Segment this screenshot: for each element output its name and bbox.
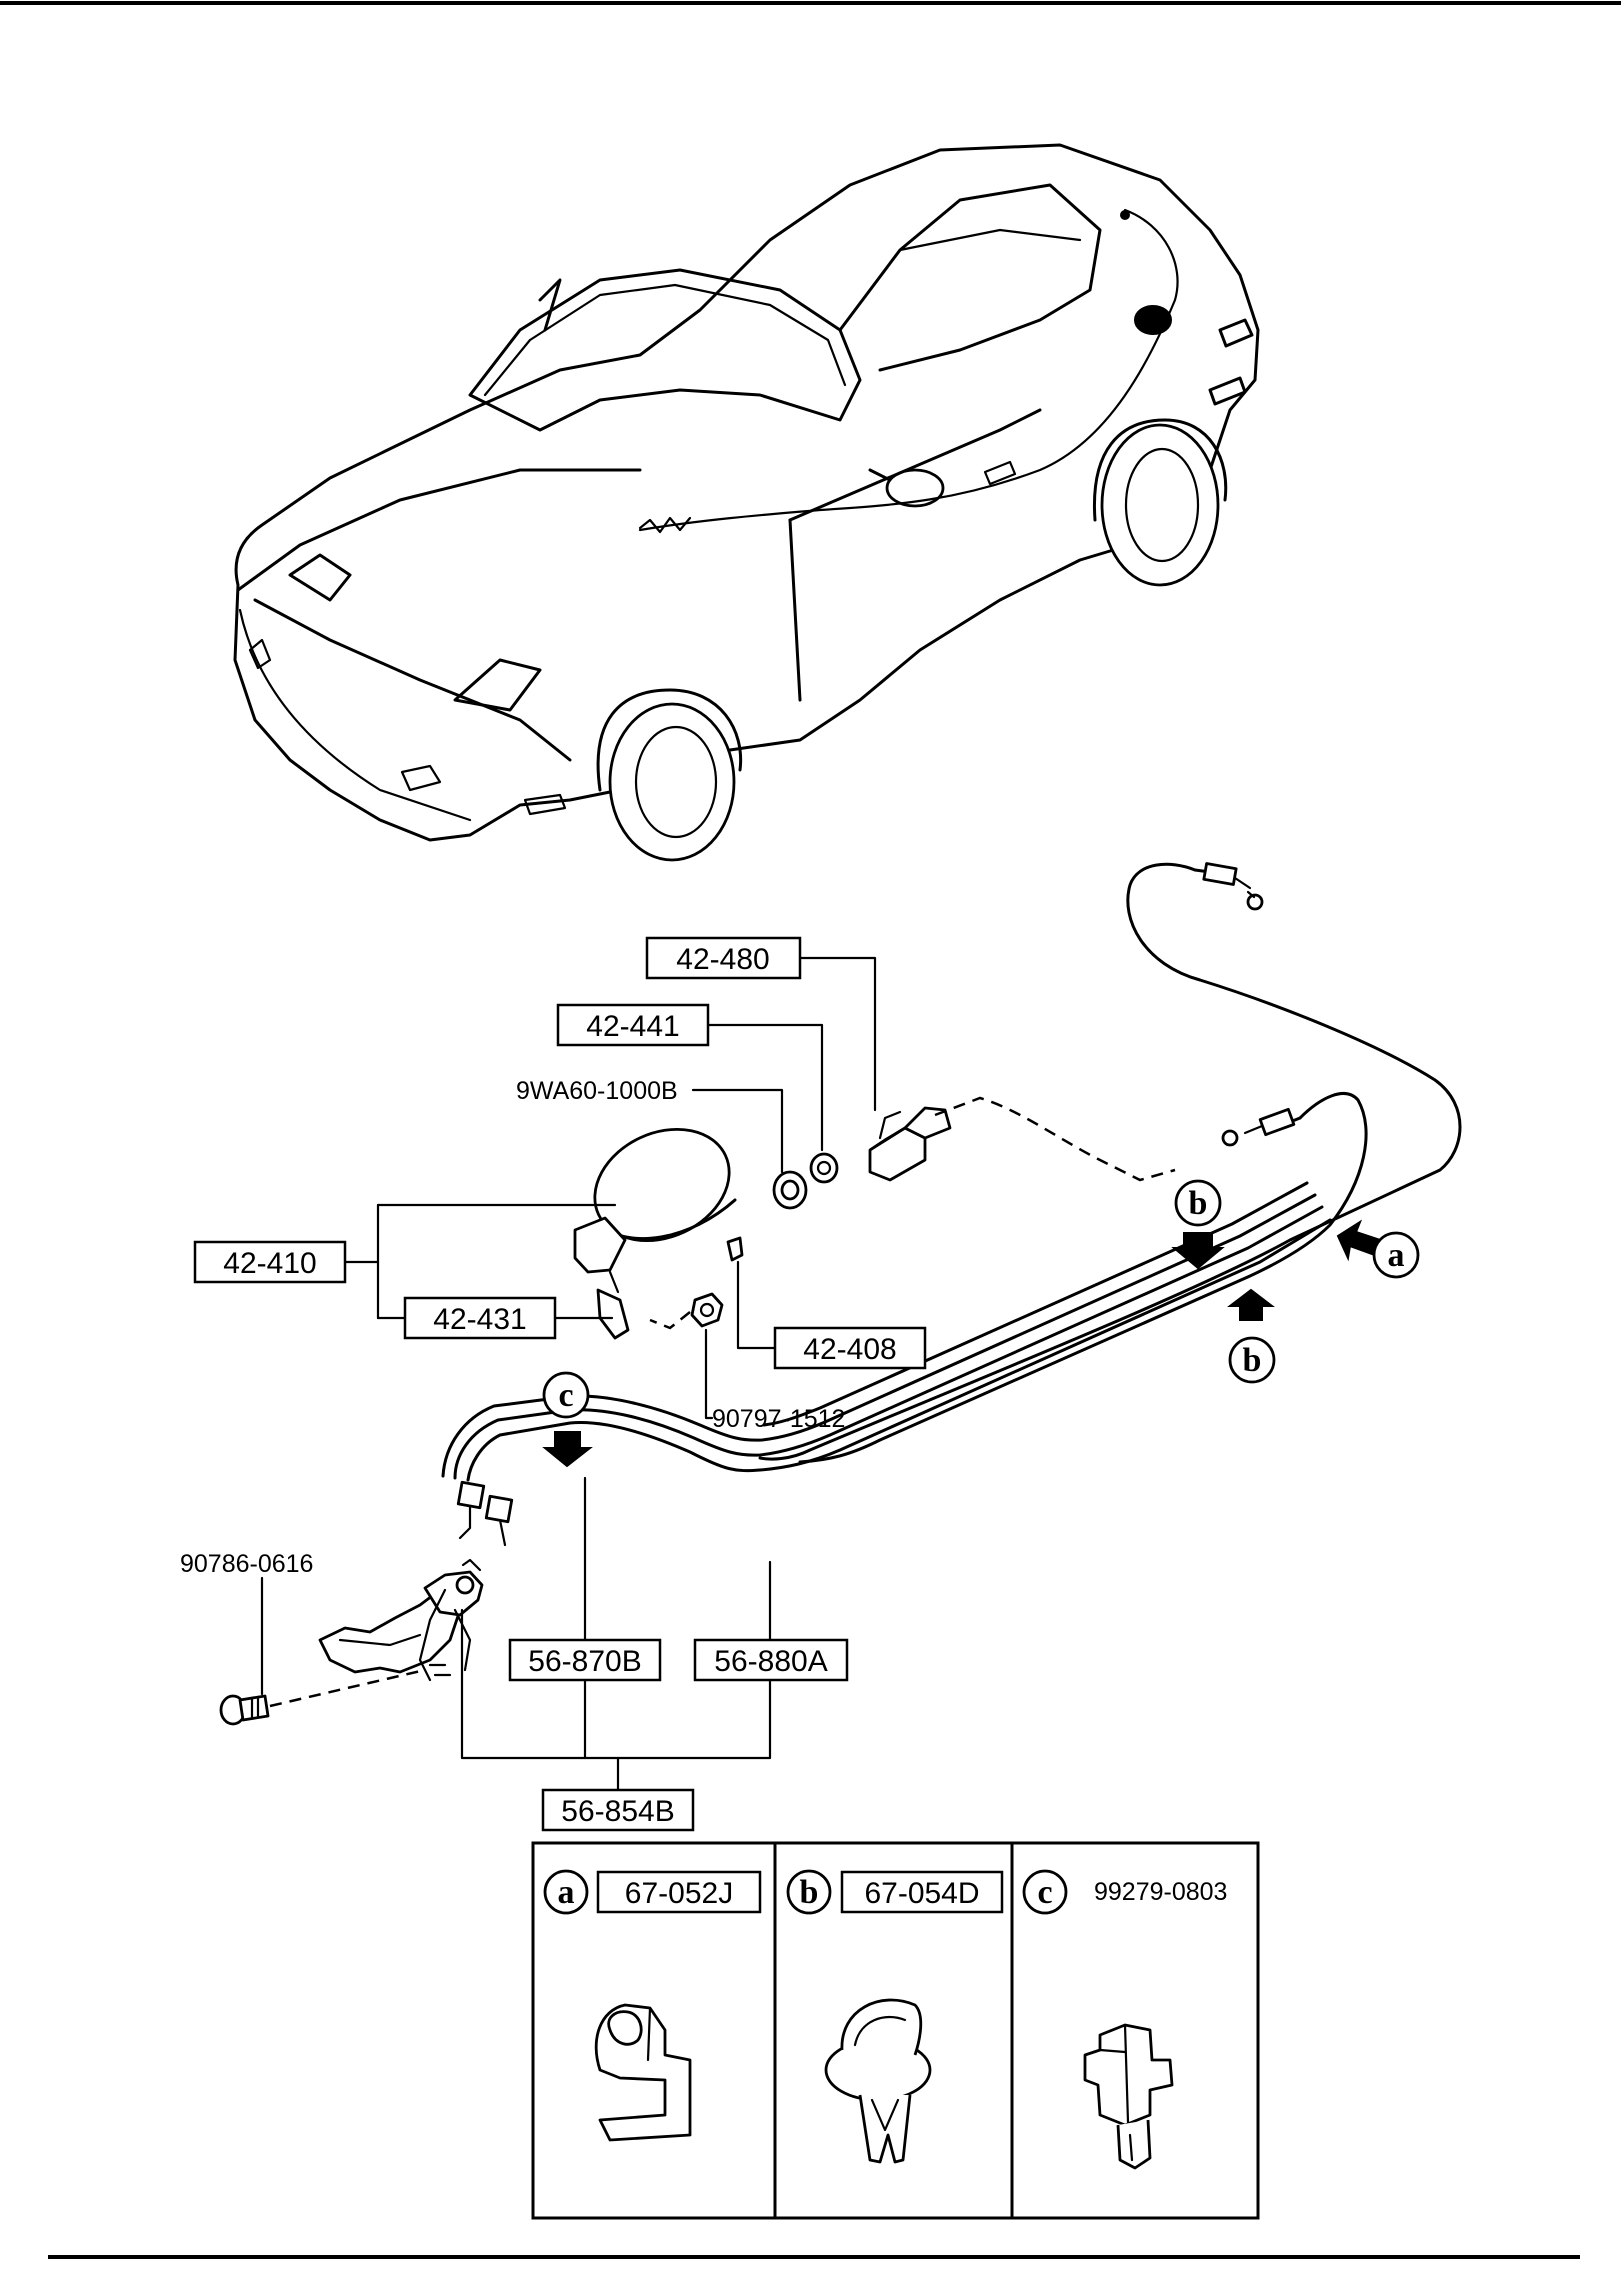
arrow-icon (542, 1219, 1382, 1468)
fuel-lid-icon (573, 1127, 744, 1340)
clip-table: a 67-052J b 67-054D (531, 1841, 1260, 2220)
svg-text:42-410: 42-410 (223, 1247, 316, 1280)
clip-col-b: b 67-054D (786, 1869, 1004, 2164)
clip-a-icon (594, 2003, 692, 2142)
label-56-854b: 56-854B (541, 1788, 695, 1832)
label-56-880a: 56-880A (693, 1638, 849, 1682)
svg-text:90786-0616: 90786-0616 (180, 1550, 313, 1578)
label-90797-1512: 90797-1512 (712, 1405, 845, 1433)
svg-text:42-408: 42-408 (803, 1333, 896, 1366)
grommet-icon (772, 1152, 839, 1210)
clip-c-icon (1083, 2023, 1174, 2170)
svg-text:b: b (1189, 1185, 1208, 1222)
svg-text:42-480: 42-480 (676, 943, 769, 976)
svg-text:56-870B: 56-870B (528, 1645, 641, 1678)
svg-text:99279-0803: 99279-0803 (1094, 1878, 1227, 1906)
label-42-408: 42-408 (773, 1326, 927, 1370)
svg-text:b: b (1243, 1342, 1262, 1379)
label-42-441: 42-441 (556, 1003, 710, 1047)
label-9wa60-1000b: 9WA60-1000B (516, 1077, 678, 1105)
svg-text:56-854B: 56-854B (561, 1795, 674, 1828)
car-illustration-icon (233, 143, 1260, 862)
svg-text:a: a (558, 1874, 575, 1911)
svg-text:b: b (800, 1874, 819, 1911)
svg-text:c: c (1037, 1874, 1052, 1911)
label-56-870b: 56-870B (508, 1638, 662, 1682)
clip-col-a: a 67-052J (543, 1869, 762, 2142)
bolt-icon (219, 1694, 270, 1726)
label-42-480: 42-480 (645, 936, 802, 980)
callout-a: a (1372, 1231, 1420, 1279)
label-90786-0616: 90786-0616 (180, 1550, 313, 1578)
label-42-431: 42-431 (403, 1296, 557, 1340)
svg-text:c: c (558, 1377, 573, 1414)
callout-b-bottom: b (1228, 1336, 1276, 1384)
svg-text:67-052J: 67-052J (625, 1877, 733, 1910)
svg-text:42-431: 42-431 (433, 1303, 526, 1336)
lid-opener-icon (868, 1106, 952, 1182)
release-cable-icon (441, 862, 1462, 1547)
svg-text:90797-1512: 90797-1512 (712, 1405, 845, 1433)
svg-text:a: a (1388, 1237, 1405, 1274)
screw-icon (690, 1292, 724, 1328)
svg-text:56-880A: 56-880A (714, 1645, 827, 1678)
clip-b-icon (824, 1998, 932, 2164)
label-42-410: 42-410 (193, 1240, 347, 1284)
svg-text:67-054D: 67-054D (864, 1877, 979, 1910)
svg-text:42-441: 42-441 (586, 1010, 679, 1043)
callout-c: c (542, 1371, 590, 1419)
clip-col-c: c 99279-0803 (1022, 1869, 1227, 2170)
opener-lever-icon (318, 1558, 484, 1682)
svg-text:9WA60-1000B: 9WA60-1000B (516, 1077, 678, 1105)
callout-b-top: b (1174, 1179, 1222, 1227)
leader-lines (260, 956, 877, 1792)
